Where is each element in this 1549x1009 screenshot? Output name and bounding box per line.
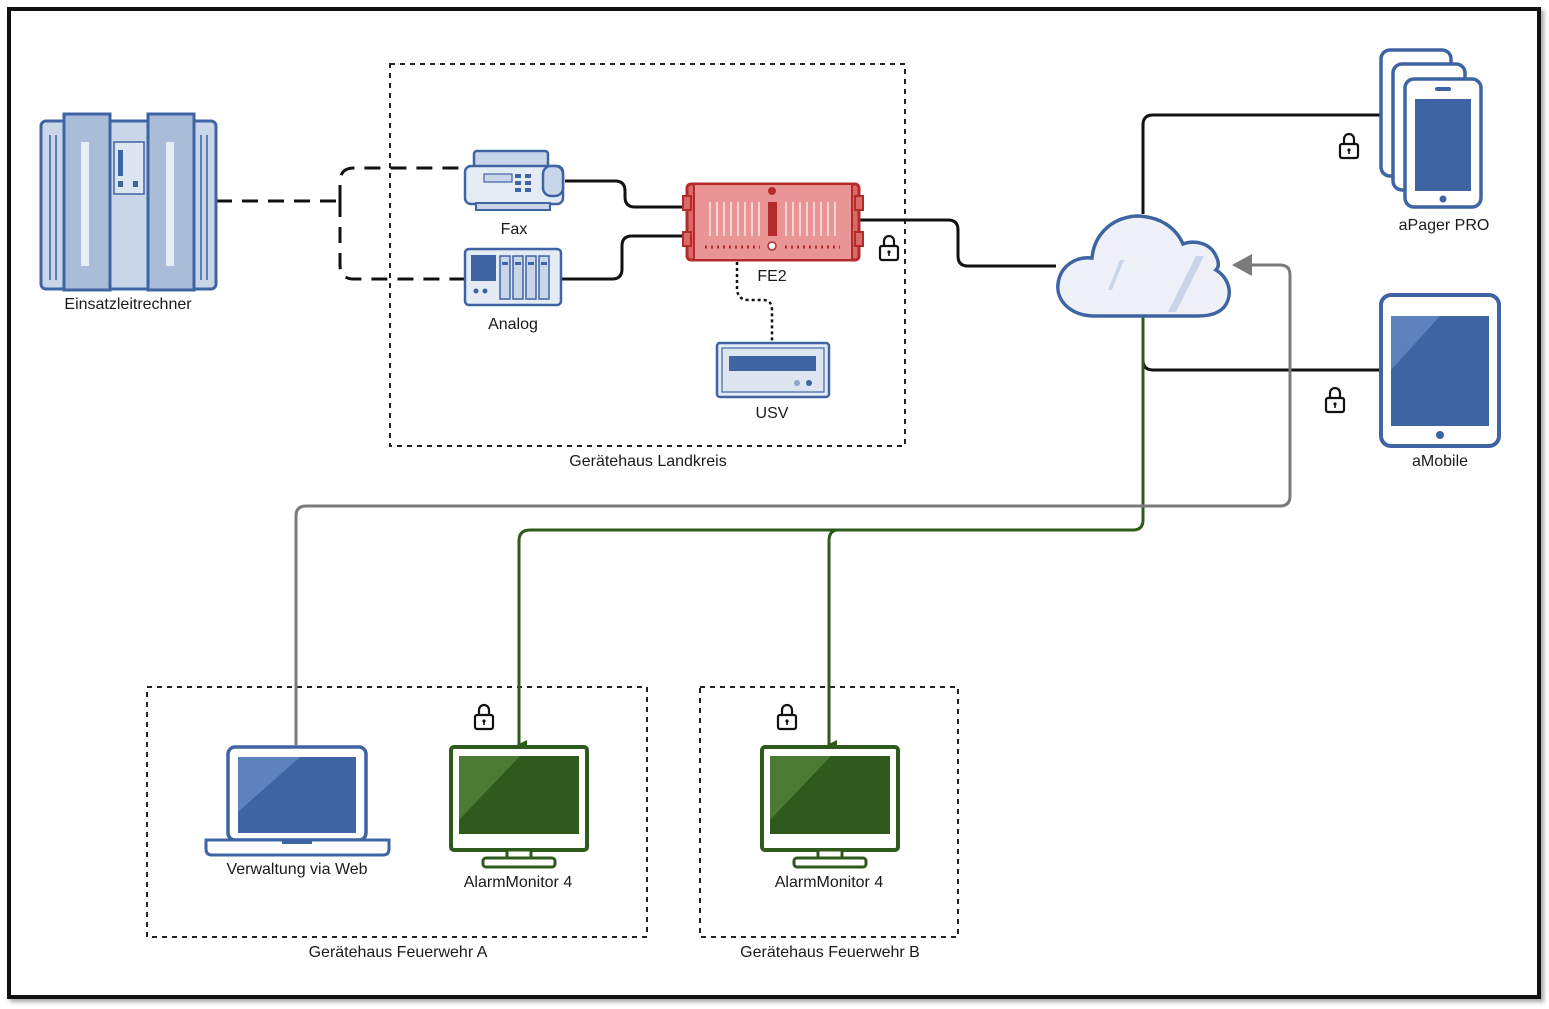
group-label-landkreis: Gerätehaus Landkreis xyxy=(569,453,726,470)
group-feuerwehr-a: Gerätehaus Feuerwehr A xyxy=(146,686,648,961)
node-label: aMobile xyxy=(1412,453,1468,470)
node-label: AlarmMonitor 4 xyxy=(775,874,884,891)
fax-icon xyxy=(463,149,565,211)
link-verwaltung-cloud xyxy=(294,254,1292,745)
alarmmonitor-a-node[interactable]: AlarmMonitor 4 xyxy=(449,745,589,891)
lock-icon xyxy=(473,703,495,731)
phones-icon xyxy=(1379,48,1483,209)
fax-node[interactable]: Fax xyxy=(463,149,565,238)
link-elr-fax-analog xyxy=(216,166,467,281)
group-feuerwehr-b: Gerätehaus Feuerwehr B xyxy=(699,686,959,961)
link-cloud-apager xyxy=(1141,113,1380,214)
link-fax-fe2 xyxy=(565,179,687,209)
link-fe2-usv xyxy=(735,262,774,343)
link-cloud-alarmmonitor-a xyxy=(517,316,1145,750)
lock-icon xyxy=(1324,386,1346,414)
group-label-feuerwehr-a: Gerätehaus Feuerwehr A xyxy=(309,944,488,961)
lock-icon xyxy=(878,234,900,262)
monitor-icon xyxy=(449,745,589,869)
node-label: AlarmMonitor 4 xyxy=(464,874,573,891)
link-cloud-alarmmonitor-b xyxy=(827,528,839,750)
alarmmonitor-b-node[interactable]: AlarmMonitor 4 xyxy=(760,745,900,891)
lock-icon xyxy=(1338,132,1360,160)
server-rack-icon xyxy=(39,112,218,292)
monitor-icon xyxy=(760,745,900,869)
link-fe2-cloud xyxy=(860,218,1056,268)
server-appliance-icon xyxy=(682,182,864,262)
apager-node[interactable]: aPager PRO xyxy=(1379,48,1490,234)
einsatzleitrechner-node[interactable]: Einsatzleitrechner xyxy=(39,112,218,313)
lock-icon xyxy=(776,703,798,731)
link-cloud-amobile xyxy=(1141,316,1380,372)
verwaltung-node[interactable]: Verwaltung via Web xyxy=(204,745,391,878)
tablet-icon xyxy=(1379,293,1501,448)
analog-node[interactable]: Analog xyxy=(463,247,563,333)
node-label: Fax xyxy=(501,221,528,238)
group-landkreis: Gerätehaus Landkreis xyxy=(389,63,906,470)
node-label: aPager PRO xyxy=(1399,217,1490,234)
node-label: Einsatzleitrechner xyxy=(64,296,192,313)
fe2-node[interactable]: FE2 xyxy=(682,182,864,285)
node-label: Analog xyxy=(488,316,538,333)
analog-device-icon xyxy=(463,247,563,307)
cloud-icon xyxy=(1056,214,1231,318)
ups-icon xyxy=(715,341,831,399)
link-analog-fe2 xyxy=(562,234,687,281)
usv-node[interactable]: USV xyxy=(715,341,831,422)
node-label: FE2 xyxy=(757,268,786,285)
node-label: USV xyxy=(756,405,789,422)
amobile-node[interactable]: aMobile xyxy=(1379,293,1501,470)
group-label-feuerwehr-b: Gerätehaus Feuerwehr B xyxy=(740,944,920,961)
node-label: Verwaltung via Web xyxy=(226,861,367,878)
laptop-icon xyxy=(204,745,391,857)
